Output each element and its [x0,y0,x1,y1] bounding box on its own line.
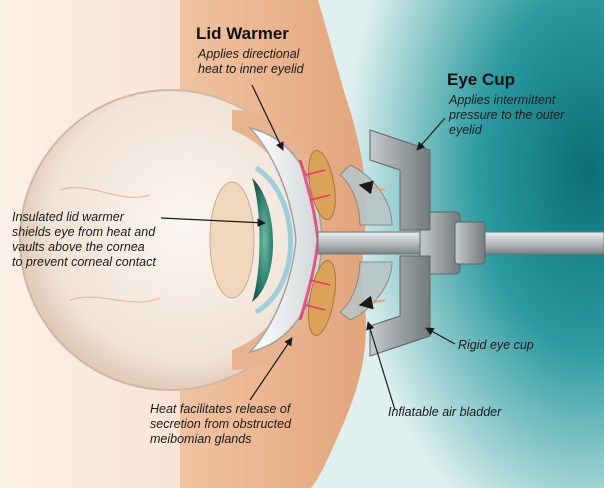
eyeball-vein [59,187,151,198]
eye-cup-desc-line3: eyelid [449,123,482,137]
cornea [254,165,293,315]
lens [209,181,255,299]
insulated-line1: Insulated lid warmer [12,210,124,224]
iris [252,178,274,302]
heat-line [305,304,326,311]
eye-cup-desc-line1: Applies intermittent [449,93,556,107]
meibomian-gland-lower [307,260,337,336]
lid-warmer-desc-line2: heat to inner eyelid [198,62,304,76]
heat-line [309,194,331,201]
meibomian-gland-upper [308,149,336,221]
rigid-cup-leader [425,327,456,345]
bladder-label: Inflatable air bladder [388,405,502,419]
air-bladder [339,164,393,226]
insulated-line3: vaults above the cornea [12,240,145,254]
heat-line [309,279,331,286]
insulated-leader [160,217,266,227]
bladder-leader [366,321,396,411]
heat-leader [249,337,293,401]
lid-warmer-leader [251,84,284,151]
device-collar [454,221,486,265]
eye-cup-leader [416,117,446,151]
lid-warmer-desc-line1: Applies directional [198,47,300,61]
heat-line1: Heat facilitates release of [150,402,291,416]
insulated-line2: shields eye from heat and [12,225,156,239]
eye-cup-desc-line2: pressure to the outer [449,108,565,122]
heat-line [305,169,326,176]
pressure-arrow [358,295,386,310]
rigid-eye-cup [369,129,431,231]
heat-line2: secretion from obstructed [150,417,292,431]
eye-cup-title: Eye Cup [447,70,516,89]
insulated-line4: to prevent corneal contact [12,255,156,269]
pressure-arrow [358,180,386,195]
eyeball-vein [69,296,161,303]
lid-warmer-title: Lid Warmer [196,24,289,43]
heat-line3: meibomian glands [150,432,252,446]
rigid-cup-label: Rigid eye cup [458,338,534,352]
